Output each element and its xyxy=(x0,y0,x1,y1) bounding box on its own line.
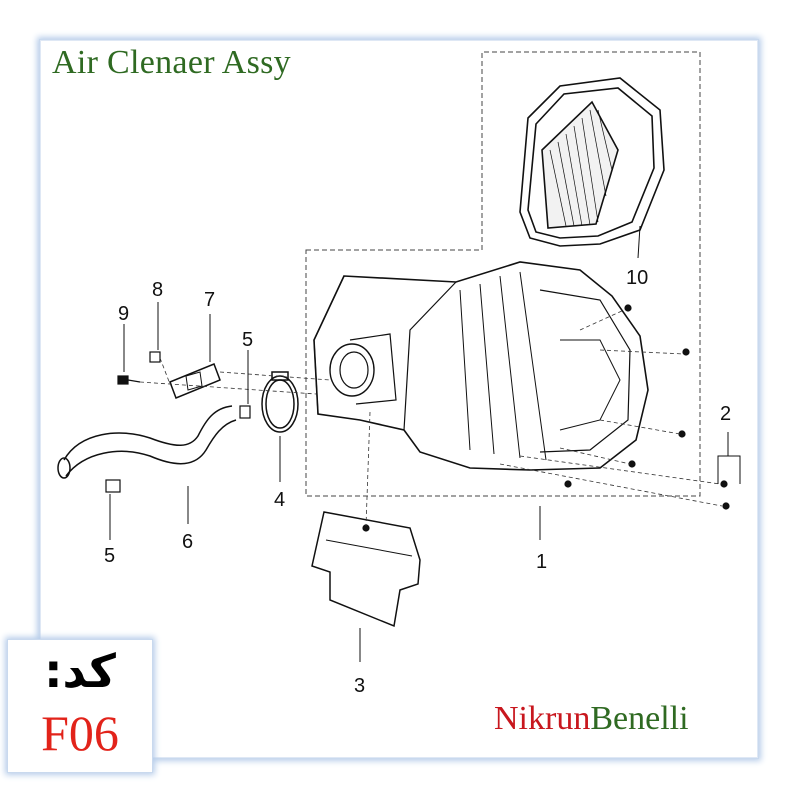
callout-8: 8 xyxy=(152,279,163,301)
bottom-cover xyxy=(311,511,421,628)
brand-name: NikrunBenelli xyxy=(494,700,689,738)
callout-5a: 5 xyxy=(242,329,253,351)
brand-part1: Nikrun xyxy=(494,700,591,737)
part-code-box: کد: F06 xyxy=(8,640,152,772)
code-label: کد: xyxy=(44,644,116,698)
code-value: F06 xyxy=(41,705,119,761)
brand-part2: Benelli xyxy=(590,700,689,737)
hardware xyxy=(105,304,730,532)
callout-3: 3 xyxy=(354,675,365,697)
air-box xyxy=(313,261,649,471)
diagram-frame xyxy=(40,40,758,758)
callout-9: 9 xyxy=(118,303,129,325)
callout-leaders xyxy=(109,225,741,662)
breather-hose xyxy=(57,405,237,479)
callout-1: 1 xyxy=(536,551,547,573)
leader-lines xyxy=(139,309,723,527)
callout-5b: 5 xyxy=(104,545,115,567)
callout-2: 2 xyxy=(720,403,731,425)
bracket xyxy=(169,363,221,399)
assembly-boundary xyxy=(305,51,701,497)
callout-7: 7 xyxy=(204,289,215,311)
filter-element xyxy=(519,77,665,247)
callout-4: 4 xyxy=(274,489,285,511)
page-title: Air Clenaer Assy xyxy=(52,44,291,81)
callout-10: 10 xyxy=(626,267,648,289)
hose-clamp xyxy=(261,371,299,433)
callout-6: 6 xyxy=(182,531,193,553)
